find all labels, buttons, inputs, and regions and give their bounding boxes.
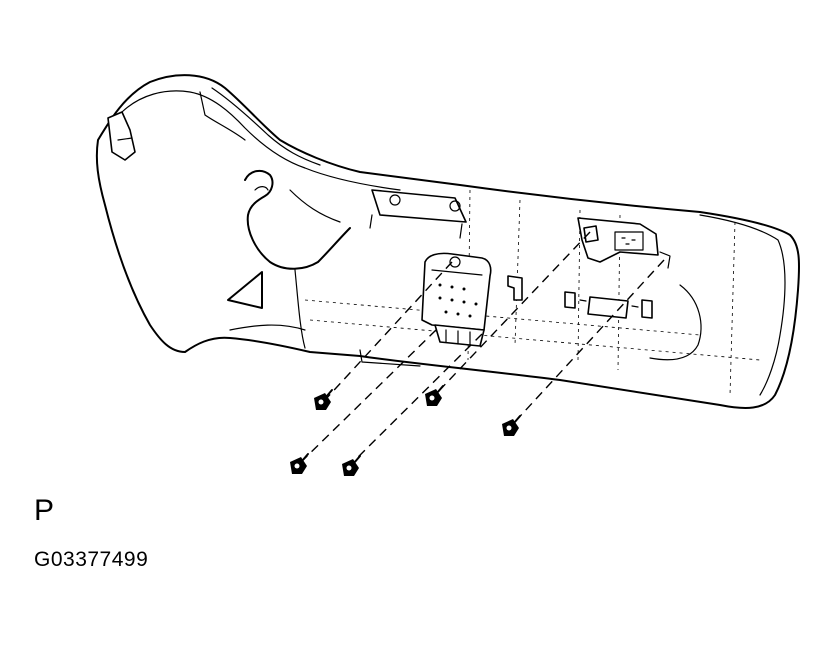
screw-icon	[314, 389, 333, 410]
module-dots	[438, 283, 478, 318]
screw-icon	[502, 415, 521, 436]
control-module-left	[421, 252, 492, 347]
view-label: P	[34, 494, 55, 527]
screws	[290, 385, 521, 476]
screw-icon	[290, 453, 309, 474]
small-tab	[507, 275, 523, 301]
assembly-lines	[299, 231, 665, 466]
control-module-right	[577, 217, 671, 269]
panel-slots	[564, 291, 653, 319]
figure-code: G03377499	[34, 548, 149, 571]
trim-panel-outline	[95, 74, 800, 409]
screw-icon	[425, 385, 444, 406]
top-clip	[107, 111, 136, 161]
mounting-bracket	[369, 189, 467, 239]
screw-icon	[342, 455, 361, 476]
lower-notch	[227, 271, 263, 309]
handle-cavity	[244, 169, 351, 270]
